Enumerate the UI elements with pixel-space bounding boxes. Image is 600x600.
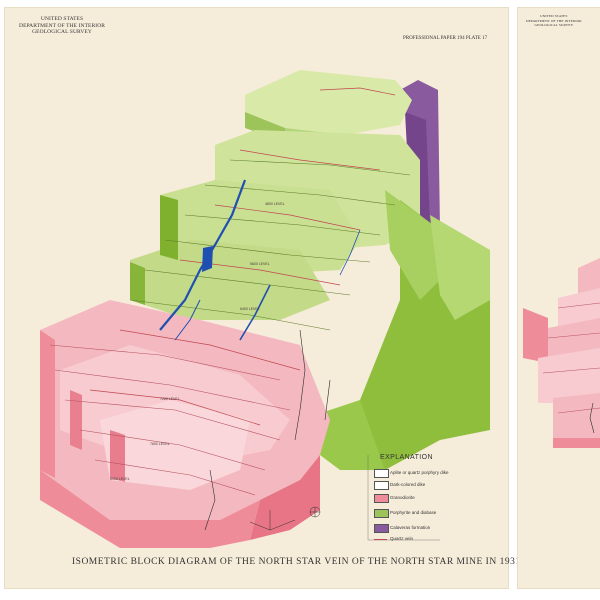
- svg-text:5600 LEVEL: 5600 LEVEL: [250, 262, 270, 266]
- legend-label-dark-dike: Dark-colored dike: [390, 482, 426, 487]
- agency-line-2: DEPARTMENT OF THE INTERIOR: [19, 22, 106, 29]
- explanation-heading: EXPLANATION: [380, 454, 433, 461]
- orientation-diagram: [249, 506, 321, 531]
- agency-line-1: UNITED STATES: [40, 16, 84, 22]
- legend-label-granodiorite: Granodiorite: [390, 495, 415, 500]
- svg-text:7600 LEVEL: 7600 LEVEL: [150, 442, 170, 446]
- svg-text:4800 LEVEL: 4800 LEVEL: [265, 202, 285, 206]
- second-block-diagram: [523, 258, 600, 448]
- legend-swatch-porphyrite: [374, 509, 389, 518]
- legend-swatch-dark-dike: [374, 481, 389, 490]
- plate-number: PROFESSIONAL PAPER 194 PLATE 17: [403, 36, 488, 41]
- legend-label-quartz-vein: Quartz vein: [390, 536, 414, 541]
- legend-swatch-calaveras: [374, 524, 389, 533]
- legend-label-porphyrite: Porphyrite and diabase: [390, 510, 437, 515]
- legend-swatch-quartz-vein: [374, 539, 387, 540]
- second-agency-line-3: GEOLOGICAL SURVEY: [534, 23, 574, 27]
- svg-text:8000 LEVEL: 8000 LEVEL: [110, 477, 130, 481]
- legend-swatch-aplite-dike: [374, 469, 389, 478]
- agency-line-3: GEOLOGICAL SURVEY: [32, 29, 92, 35]
- porphyrite-top: [245, 70, 412, 135]
- svg-text:6400 LEVEL: 6400 LEVEL: [240, 307, 260, 311]
- legend-label-aplite-dike: Aplite or quartz porphyry dike: [390, 470, 449, 475]
- second-sheet-header: UNITED STATES DEPARTMENT OF THE INTERIOR…: [526, 14, 582, 28]
- map-sheet-second: UNITED STATES DEPARTMENT OF THE INTERIOR…: [518, 8, 600, 588]
- svg-text:7200 LEVEL: 7200 LEVEL: [160, 397, 180, 401]
- second-agency-line-1: UNITED STATES: [540, 14, 568, 18]
- agency-header: UNITED STATES DEPARTMENT OF THE INTERIOR…: [19, 16, 105, 36]
- diagram-title: ISOMETRIC BLOCK DIAGRAM OF THE NORTH STA…: [72, 557, 521, 567]
- legend-label-calaveras: Calaveras formation: [390, 525, 431, 530]
- legend-swatch-granodiorite: [374, 494, 389, 503]
- second-agency-line-2: DEPARTMENT OF THE INTERIOR: [526, 18, 582, 23]
